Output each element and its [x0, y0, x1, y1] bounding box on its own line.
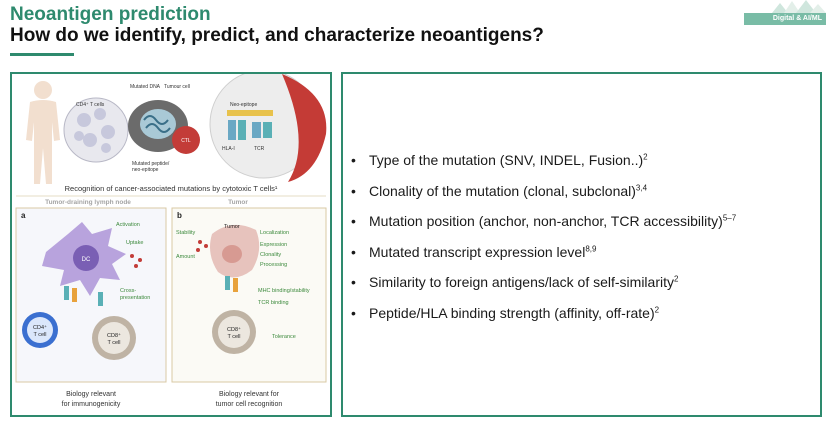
neoantigen-figure: CTL Neo-epitope HLA-I TCR Mutated DNA Tu… [15, 74, 327, 408]
amount-label: Amount [176, 254, 195, 260]
neo-epitope-small-label: neo-epitope [132, 167, 159, 173]
presentation-label: presentation [120, 295, 150, 301]
processing-label: Processing [260, 262, 287, 268]
cd4-t-cells-label: CD4⁺ T cells [76, 102, 105, 108]
cd4-line1: CD4⁺ [33, 324, 47, 331]
bullet-item: Peptide/HLA binding strength (affinity, … [349, 305, 736, 322]
cd4-t-cell-icon: CD4⁺ T cell [22, 312, 58, 348]
localization-label: Localization [260, 230, 289, 236]
tcr-binding-label: TCR binding [258, 300, 289, 306]
clonality-label: Clonality [260, 252, 281, 258]
neo-epitope-label: Neo-epitope [230, 102, 257, 108]
ctl-cell-icon: CTL [172, 126, 200, 154]
section-right-title: Tumor [228, 199, 248, 206]
tumor-cell-b-icon: Tumor [210, 224, 260, 278]
panel-b-letter: b [177, 211, 182, 220]
tolerance-label: Tolerance [272, 334, 296, 340]
bullet-item: Mutated transcript expression level8,9 [349, 244, 736, 261]
mhc-binding-label: MHC binding/stability [258, 288, 310, 294]
panel-b: b Stability Amount Tumor Localization Ex… [171, 207, 327, 408]
lymph-node-icon [63, 97, 129, 163]
slide-subtitle: How do we identify, predict, and charact… [10, 25, 544, 46]
panel-a-caption-line2: for immunogenicity [62, 401, 121, 408]
panel-b-caption-line2: tumor cell recognition [216, 401, 283, 408]
cd8-t-cell-b-icon: CD8⁺ T cell [212, 310, 256, 354]
bullet-item: Mutation position (anchor, non-anchor, T… [349, 213, 736, 230]
panel-a-letter: a [21, 211, 26, 220]
cd8-b-line2: T cell [227, 334, 240, 340]
cross-label: Cross- [120, 288, 136, 294]
title-underline [10, 53, 74, 56]
stability-label: Stability [176, 230, 196, 236]
cd8-a-line1: CD8⁺ [107, 332, 121, 339]
cd4-line2: T cell [33, 332, 46, 338]
figure-top-caption: Recognition of cancer-associated mutatio… [65, 184, 278, 193]
hla-i-label: HLA-I [222, 146, 235, 152]
tumour-cell-label: Tumour cell [164, 84, 190, 90]
tcr-label: TCR [254, 146, 265, 152]
tumor-b-label: Tumor [224, 224, 240, 230]
bullet-item: Similarity to foreign antigens/lack of s… [349, 274, 736, 291]
human-silhouette-icon [26, 81, 60, 184]
section-left-title: Tumor-draining lymph node [45, 199, 131, 206]
mutated-dna-label: Mutated DNA [130, 84, 161, 90]
ctl-label: CTL [181, 138, 191, 144]
panel-a: a DC Activation Uptake Cross- presentati… [15, 207, 167, 408]
dc-label: DC [82, 257, 91, 263]
cd8-t-cell-a-icon: CD8⁺ T cell [92, 316, 136, 360]
bullet-list: Type of the mutation (SNV, INDEL, Fusion… [349, 152, 736, 335]
expression-label: Expression [260, 242, 287, 248]
bullet-item: Type of the mutation (SNV, INDEL, Fusion… [349, 152, 736, 169]
uptake-label: Uptake [126, 240, 143, 246]
activation-label: Activation [116, 222, 140, 228]
cd8-b-line1: CD8⁺ [227, 326, 241, 333]
bullet-item: Clonality of the mutation (clonal, subcl… [349, 183, 736, 200]
panel-a-caption-line1: Biology relevant [66, 391, 116, 398]
dendritic-cell-icon: DC [42, 222, 126, 296]
slide-title: Neoantigen prediction [10, 4, 211, 25]
panel-b-caption-line1: Biology relevant for [219, 391, 280, 398]
bullet-panel: Type of the mutation (SNV, INDEL, Fusion… [341, 72, 822, 417]
logo-shapes-icon [772, 0, 826, 13]
mutated-peptide-label: Mutated peptide/ [132, 161, 170, 167]
digital-aiml-badge: Digital & AI/ML [744, 13, 826, 25]
zoom-circle: Neo-epitope HLA-I TCR [209, 74, 327, 182]
figure-panel: CTL Neo-epitope HLA-I TCR Mutated DNA Tu… [10, 72, 332, 417]
cd8-a-line2: T cell [107, 340, 120, 346]
